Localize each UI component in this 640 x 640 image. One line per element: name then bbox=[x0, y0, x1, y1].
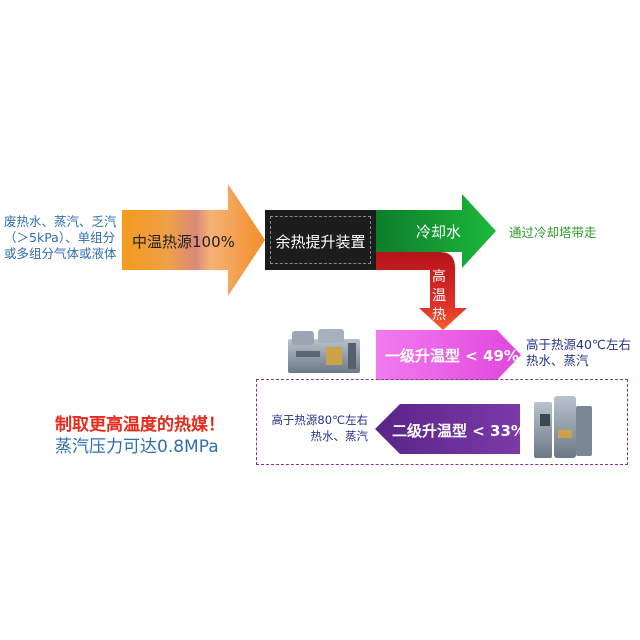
device-label: 余热提升装置 bbox=[275, 233, 366, 251]
heat-pump-unit-image bbox=[288, 329, 360, 373]
stage1-note: 高于热源40℃左右热水、蒸汽 bbox=[526, 337, 631, 368]
high-heat-arrow bbox=[376, 252, 467, 330]
headline: 制取更高温度的热媒！ bbox=[55, 415, 225, 435]
cooling-water-label: 冷却水 bbox=[416, 223, 462, 241]
cooling-arrow bbox=[376, 194, 496, 268]
source-description: 废热水、蒸汽、乏汽（＞5kPa）、单组分或多组分气体或液体 bbox=[4, 214, 117, 261]
source-arrow bbox=[122, 184, 265, 296]
stage1-label: 一级升温型 < 49% bbox=[385, 347, 519, 365]
two-stage-unit-image bbox=[534, 396, 592, 458]
stage2-note: 高于热源80℃左右热水、蒸汽 bbox=[271, 413, 368, 443]
high-heat-label: 高温热 bbox=[432, 269, 446, 323]
stage2-frame bbox=[256, 379, 628, 465]
stage2-label: 二级升温型 < 33% bbox=[392, 422, 526, 440]
source-label: 中温热源100% bbox=[132, 233, 235, 251]
subline: 蒸汽压力可达0.8MPa bbox=[55, 437, 219, 457]
cooling-tower-note: 通过冷却塔带走 bbox=[509, 225, 597, 240]
stage1-arrow bbox=[376, 330, 521, 380]
device-dashed-border bbox=[270, 216, 371, 264]
heat-upgrade-device bbox=[265, 210, 376, 270]
stage2-arrow bbox=[375, 404, 520, 454]
